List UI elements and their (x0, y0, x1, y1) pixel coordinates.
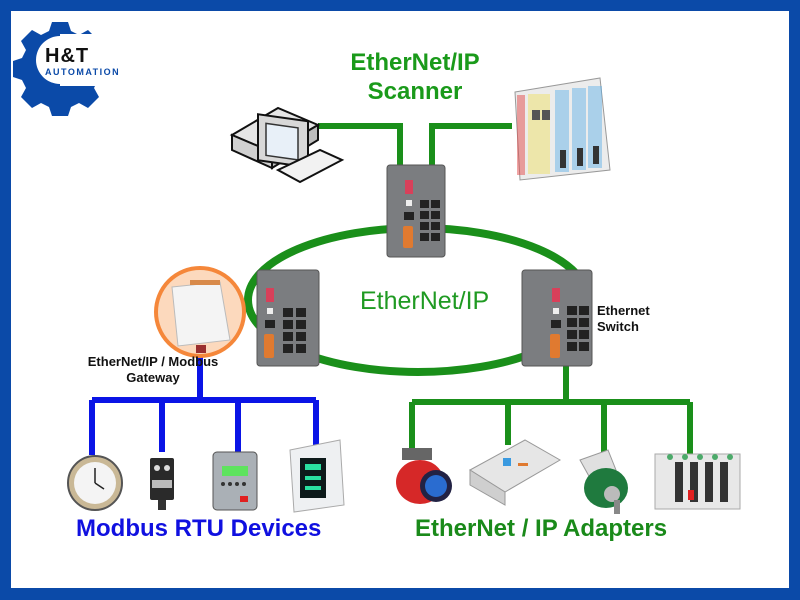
switch-label: Ethernet Switch (597, 303, 650, 335)
switch-left-icon (256, 269, 320, 367)
scanner-title-line2: Scanner (367, 78, 463, 105)
switch-right-icon (521, 269, 593, 367)
plc-rack-icon (514, 77, 611, 181)
plc-link-line (429, 123, 512, 170)
gateway-icon (154, 266, 246, 358)
servo-rack-icon (654, 453, 741, 510)
scanner-title-line1: EtherNet/IP (350, 49, 480, 76)
modbus-group-label: Modbus RTU Devices (76, 515, 322, 542)
switch-label-line2: Switch (597, 319, 639, 334)
gateway-label-line2: Gateway (126, 370, 180, 385)
pc-link-line (318, 123, 403, 170)
adapter-bus-line (409, 360, 693, 455)
switch-label-line1: Ethernet (597, 303, 650, 318)
digital-controller-icon (289, 439, 345, 513)
motor-drive-icon (396, 448, 452, 504)
clock-meter-icon (67, 455, 123, 511)
logo-brand-name: H&T (45, 45, 90, 67)
gateway-label-line1: EtherNet/IP / Modbus (87, 354, 219, 369)
ring-label: EtherNet/IP (360, 287, 490, 315)
pc-computer-icon (229, 106, 345, 184)
switch-top-icon (386, 164, 446, 258)
gateway-label: EtherNet/IP / Modbus Gateway (58, 354, 248, 386)
scanner-title: EtherNet/IP Scanner (330, 48, 500, 106)
logo-brand-subtitle: AUTOMATION (45, 67, 121, 77)
modbus-bus-line (89, 345, 319, 455)
adapters-group-label: EtherNet / IP Adapters (415, 515, 668, 542)
photoelectric-sensor-icon (150, 458, 174, 510)
hmi-panel-icon (212, 451, 258, 511)
rotary-encoder-icon (579, 449, 628, 514)
io-module-icon (469, 439, 562, 506)
gear-logo-icon (13, 22, 120, 116)
